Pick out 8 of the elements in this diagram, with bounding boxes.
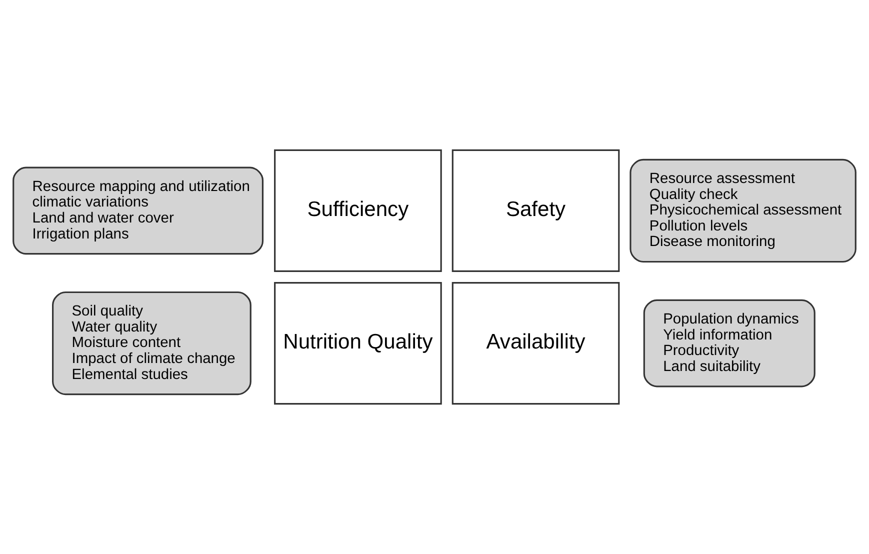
node-box: Population dynamics Yield information Productivity Land suitability <box>643 299 816 388</box>
node-box: Soil quality Water quality Moisture content Impact of climate change Elemental studies <box>52 291 252 396</box>
node-box: Resource assessment Quality check Physicochemical assessment Pollution levels Disease monitoring <box>630 158 856 263</box>
node-box: Availability <box>452 282 620 405</box>
node-box: Sufficiency <box>274 149 442 272</box>
node-box: Safety <box>452 149 620 272</box>
node-box: Nutrition Quality <box>274 282 442 405</box>
node-box: Resource mapping and utilization climatic variations Land and water cover Irrigation plans <box>12 166 264 255</box>
